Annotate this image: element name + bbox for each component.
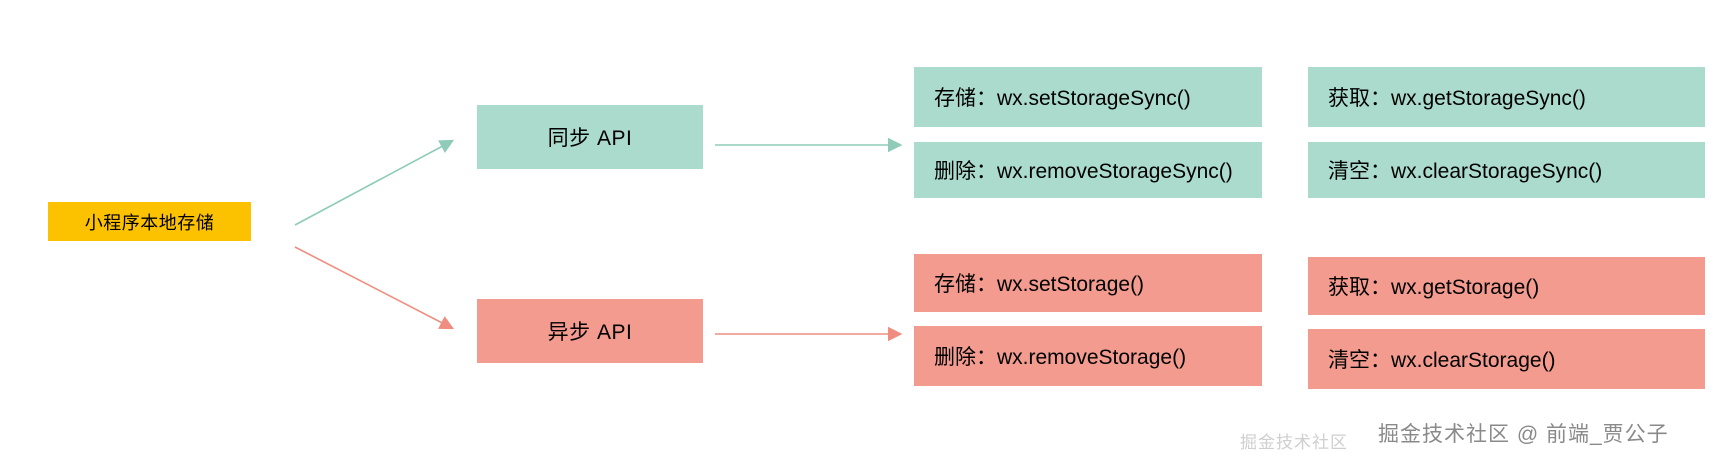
node-root-local-storage[interactable]: 小程序本地存储 (48, 202, 251, 241)
leaf-async-remove-storage[interactable]: 删除：wx.removeStorage() (914, 326, 1262, 386)
leaf-sync-clear-storage[interactable]: 清空：wx.clearStorageSync() (1308, 142, 1705, 198)
leaf-sync-get-storage[interactable]: 获取：wx.getStorageSync() (1308, 67, 1705, 127)
leaf-async-set-storage[interactable]: 存储：wx.setStorage() (914, 254, 1262, 312)
connector-root-to-sync (294, 139, 455, 226)
node-branch-async-api[interactable]: 异步 API (477, 299, 703, 363)
leaf-sync-set-storage[interactable]: 存储：wx.setStorageSync() (914, 67, 1262, 127)
connector-root-to-async (294, 246, 455, 330)
leaf-async-clear-storage[interactable]: 清空：wx.clearStorage() (1308, 329, 1705, 389)
leaf-sync-remove-storage[interactable]: 删除：wx.removeStorageSync() (914, 142, 1262, 198)
leaf-async-get-storage[interactable]: 获取：wx.getStorage() (1308, 257, 1705, 315)
node-branch-sync-api[interactable]: 同步 API (477, 105, 703, 169)
watermark-juejin: 掘金技术社区 @ 前端_贾公子 (1378, 423, 1669, 446)
watermark-background: 掘金技术社区 (1240, 433, 1348, 452)
